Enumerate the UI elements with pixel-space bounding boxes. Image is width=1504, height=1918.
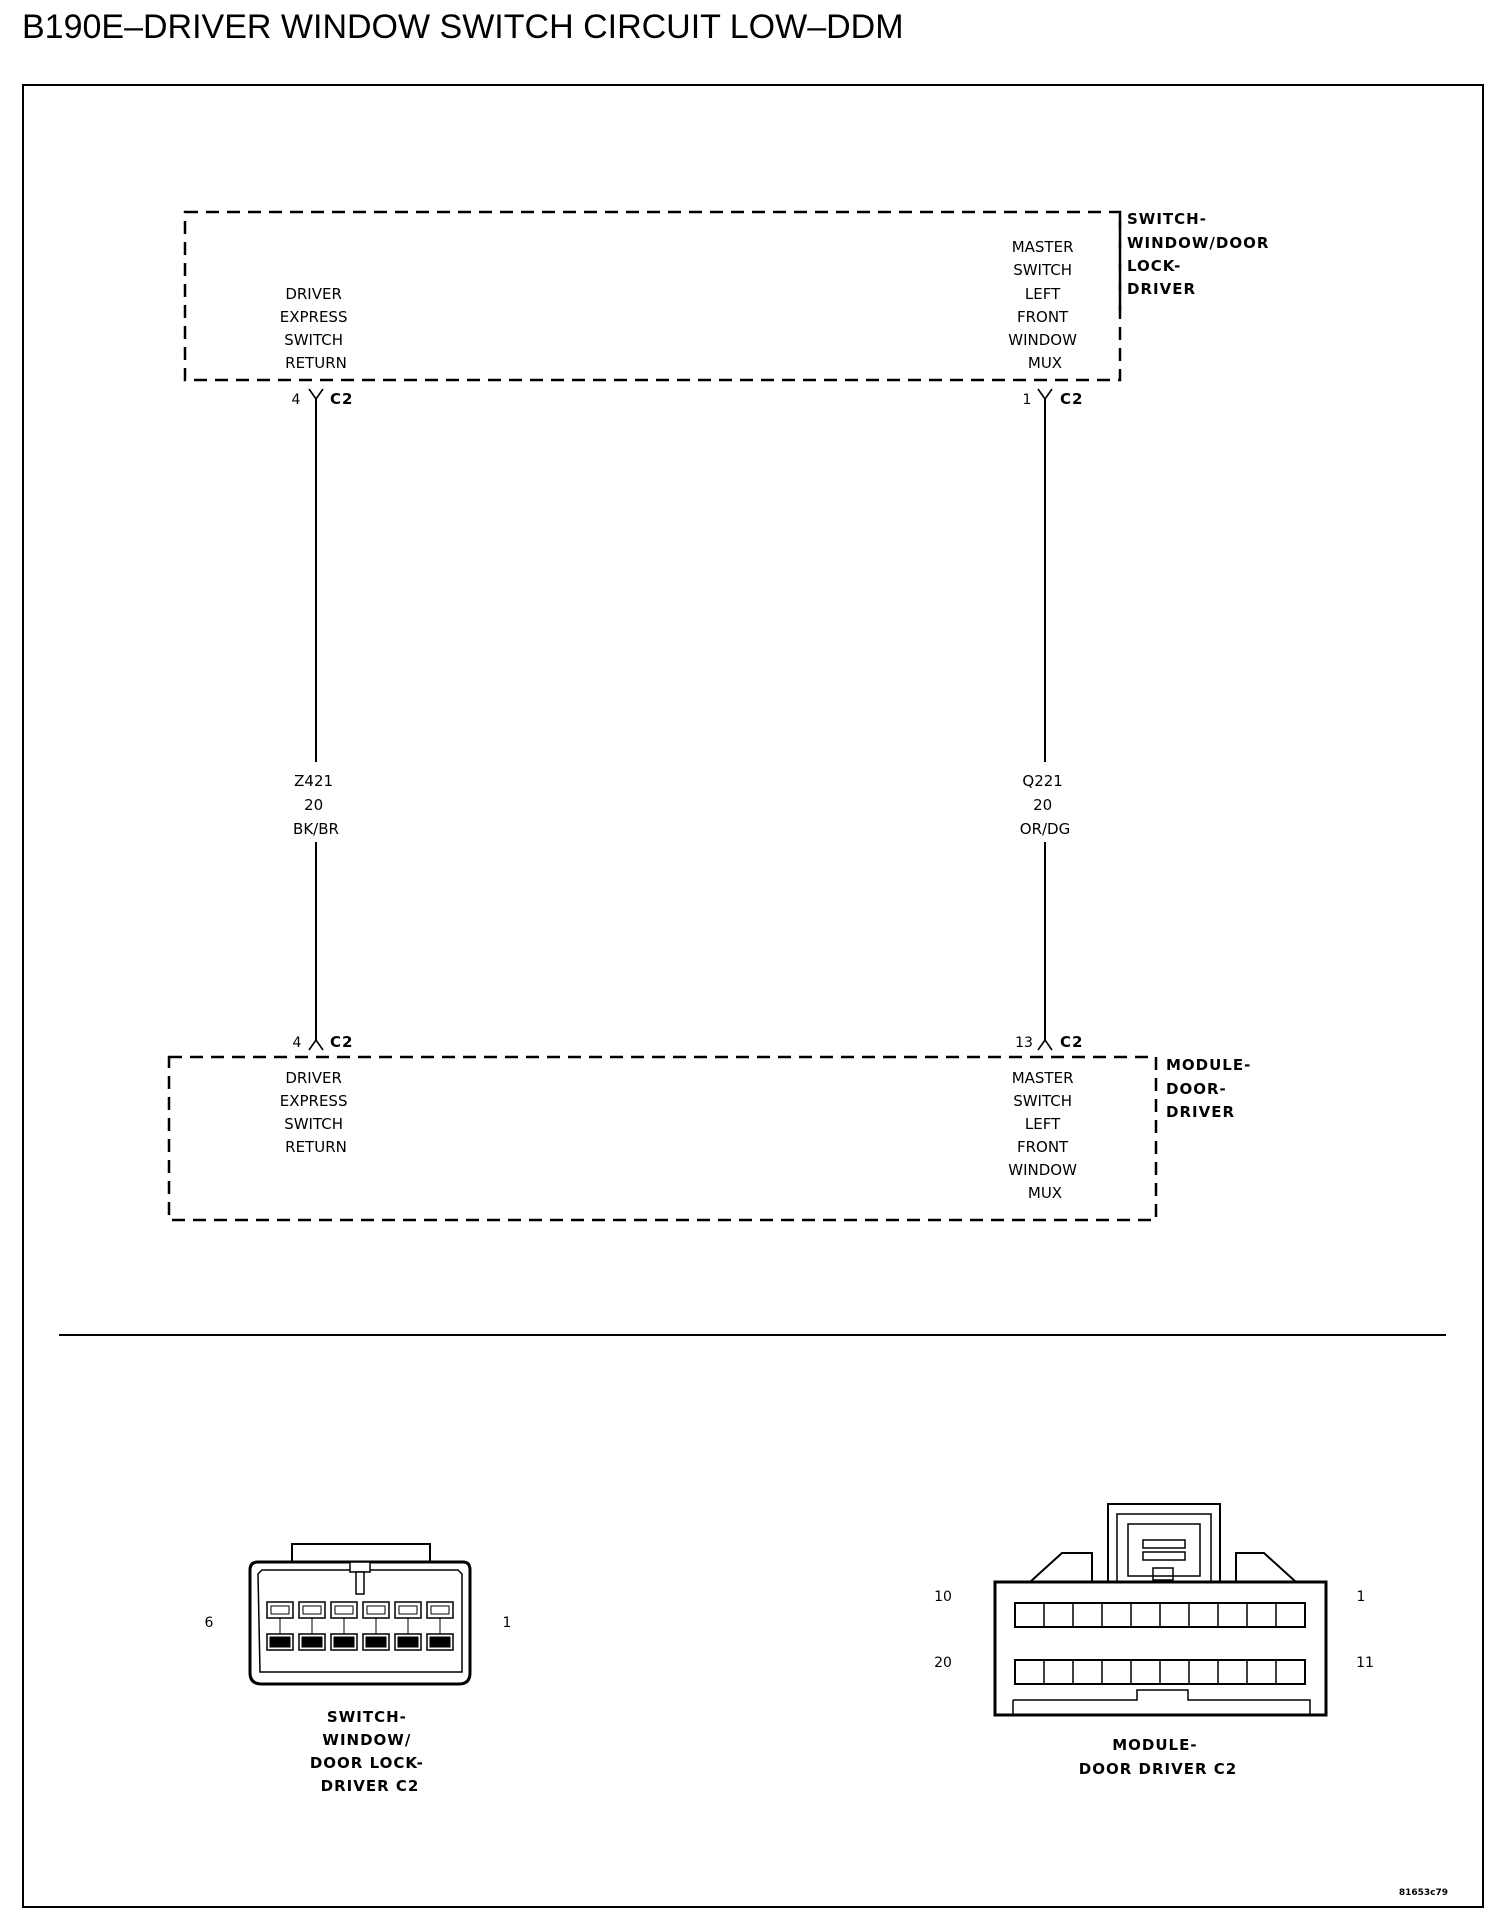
module-c2-caption: MODULE- DOOR DRIVER C2 — [1079, 1736, 1237, 1778]
diagram-frame — [22, 84, 1484, 1908]
module-right-connector-symbol — [1037, 1038, 1053, 1051]
switch-right-pin-function: MASTER SWITCH LEFT FRONT WINDOW MUX — [1008, 238, 1081, 372]
switch-c2-cavity — [394, 1601, 422, 1651]
switch-left-pin-function: DRIVER EXPRESS SWITCH RETURN — [280, 285, 353, 372]
module-left-pin-number: 4 — [293, 1035, 302, 1051]
switch-c2-pin-right-label: 1 — [503, 1615, 512, 1631]
module-c2-pin-bottom-left-label: 20 — [934, 1655, 952, 1671]
module-right-connector-id: C2 — [1060, 1033, 1083, 1051]
module-left-pin-function: DRIVER EXPRESS SWITCH RETURN — [280, 1069, 353, 1156]
wire-q221-label: Q221 20 OR/DG — [1020, 772, 1070, 838]
switch-left-connector-symbol — [308, 388, 324, 401]
switch-c2-connector-view — [248, 1543, 472, 1686]
switch-right-connector-id: C2 — [1060, 390, 1083, 408]
switch-component-name: SWITCH- WINDOW/DOOR LOCK- DRIVER — [1127, 210, 1276, 298]
switch-left-connector-id: C2 — [330, 390, 353, 408]
wire-z421-label: Z421 20 BK/BR — [293, 772, 339, 838]
module-right-pin-number: 13 — [1015, 1035, 1033, 1051]
page-title: B190E–DRIVER WINDOW SWITCH CIRCUIT LOW–D… — [22, 8, 904, 46]
module-right-pin-function: MASTER SWITCH LEFT FRONT WINDOW MUX — [1008, 1069, 1081, 1202]
module-component-box — [167, 1055, 1158, 1222]
switch-component-box — [183, 210, 1122, 382]
switch-c2-cavity — [426, 1601, 454, 1651]
module-c2-pin-bottom-right-label: 11 — [1356, 1655, 1374, 1671]
module-left-connector-id: C2 — [330, 1033, 353, 1051]
module-c2-pin-top-left-label: 10 — [934, 1589, 952, 1605]
switch-c2-cavity — [362, 1601, 390, 1651]
switch-left-pin-number: 4 — [292, 392, 301, 408]
switch-right-pin-number: 1 — [1023, 392, 1032, 408]
switch-c2-pin-left-label: 6 — [205, 1615, 214, 1631]
switch-right-connector-symbol — [1037, 388, 1053, 401]
switch-c2-cavity — [330, 1601, 358, 1651]
module-left-connector-symbol — [308, 1038, 324, 1051]
figure-code: 81653c79 — [1399, 1888, 1448, 1898]
switch-c2-cavity — [298, 1601, 326, 1651]
switch-c2-caption: SWITCH- WINDOW/ DOOR LOCK- DRIVER C2 — [310, 1708, 430, 1795]
module-c2-connector-view — [993, 1503, 1328, 1717]
module-component-name: MODULE- DOOR- DRIVER — [1166, 1056, 1258, 1121]
module-c2-pin-top-right-label: 1 — [1357, 1589, 1366, 1605]
switch-c2-cavity — [266, 1601, 294, 1651]
